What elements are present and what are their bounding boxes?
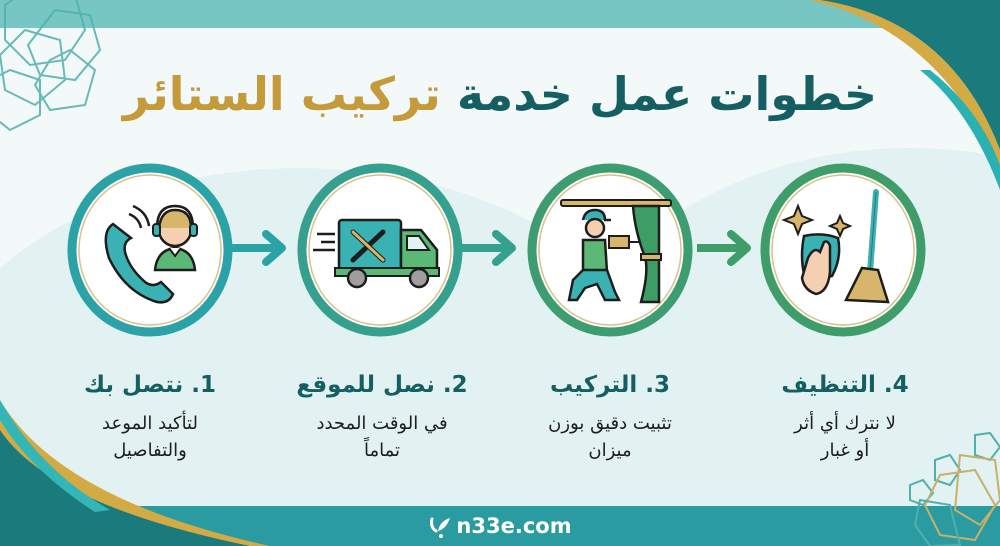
- worker-drilling-curtain-icon: [560, 199, 672, 304]
- step-3-description: تثبيت دقيق بوزن ميزان: [548, 413, 672, 461]
- title-dark-part: خطوات عمل خدمة: [456, 67, 878, 121]
- step-1-text: 1. نتصل بك لتأكيد الموعد والتفاصيل: [50, 368, 250, 464]
- step-4-description: لا نترك أي أثر أو غبار: [794, 413, 896, 461]
- step-3-text: 3. التركيب تثبيت دقيق بوزن ميزان: [510, 368, 710, 464]
- bottom-left-swoosh-decoration: [0, 400, 270, 546]
- arrow-right-icon: [232, 230, 286, 266]
- step-1-circle: [67, 163, 233, 337]
- cleaning-hand-broom-icon: [781, 189, 890, 304]
- step-2-description: في الوقت المحدد تماماً: [316, 413, 448, 461]
- top-left-geometric-pattern: [0, 0, 102, 132]
- brand-text: n33e.com: [456, 514, 572, 538]
- brand-footer: n33e.com: [0, 509, 1000, 543]
- step-1-description: لتأكيد الموعد والتفاصيل: [102, 413, 198, 461]
- step-4-heading: 4. التنظيف: [781, 372, 909, 398]
- step-3-heading: 3. التركيب: [549, 372, 671, 398]
- arrow-right-icon: [697, 230, 751, 266]
- delivery-truck-tools-icon: [313, 218, 440, 289]
- top-right-swoosh-decoration: [810, 0, 1000, 190]
- step-2-text: 2. نصل للموقع في الوقت المحدد تماماً: [282, 368, 482, 464]
- step-3-circle: [527, 163, 693, 337]
- step-2-heading: 2. نصل للموقع: [296, 372, 468, 398]
- arrow-right-icon: [462, 230, 516, 266]
- phone-call-agent-icon: [104, 204, 198, 304]
- brand-leaf-logo-icon: [430, 517, 451, 538]
- step-4-circle: [760, 163, 926, 337]
- page-title: خطوات عمل خدمة تركيب الستائر: [0, 62, 1000, 126]
- step-2-circle: [297, 163, 463, 337]
- title-gold-part: تركيب الستائر: [122, 67, 441, 121]
- step-1-heading: 1. نتصل بك: [83, 372, 217, 398]
- step-4-text: 4. التنظيف لا نترك أي أثر أو غبار: [745, 368, 945, 464]
